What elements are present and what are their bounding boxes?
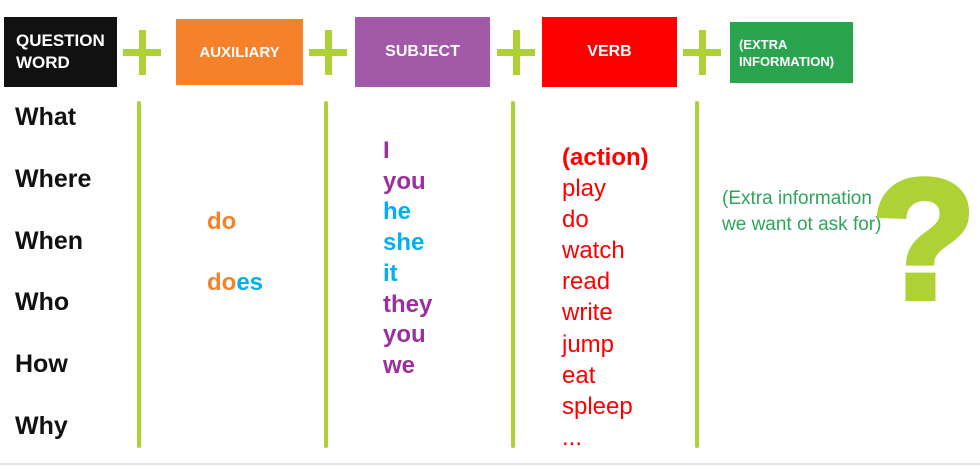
question-word-item: Who (15, 288, 70, 317)
plus-icon (497, 30, 535, 75)
header-extra-line1: (EXTRA (739, 36, 788, 52)
verb-item: jump (562, 330, 615, 358)
header-verb-label: VERB (587, 43, 632, 60)
bottom-edge-line (0, 463, 980, 465)
auxiliary-list: do does (207, 207, 263, 297)
verb-item: do (562, 206, 589, 234)
header-auxiliary-label: AUXILIARY (199, 43, 280, 61)
column-divider (324, 101, 328, 448)
header-extra-line2: INFORMATION) (739, 53, 835, 69)
verb-item: spleep (562, 392, 633, 420)
verb-item: write (562, 299, 613, 327)
subject-pronoun-item: we (383, 351, 416, 379)
verb-item: read (562, 268, 611, 296)
verb-item: eat (562, 361, 596, 389)
question-word-item: Where (15, 164, 92, 193)
verb-item: watch (562, 237, 625, 265)
subject-pronoun-item: he (383, 198, 412, 226)
subject-pronoun-item: they (383, 290, 433, 318)
question-mark: ? (869, 145, 979, 335)
column-divider (511, 101, 515, 448)
verb-item: ... (562, 423, 583, 451)
header-subject: SUBJECT (355, 17, 490, 87)
auxiliary-item: does (207, 269, 264, 296)
header-extra-information: (EXTRA INFORMATION) (730, 22, 853, 83)
question-word-item: How (15, 350, 68, 379)
extra-info-line1: (Extra information (722, 188, 872, 209)
column-divider (695, 101, 699, 448)
column-divider (137, 101, 141, 448)
question-word-item: What (15, 103, 77, 131)
subject-pronoun-item: you (383, 167, 426, 195)
auxiliary-item: do (207, 208, 237, 235)
extra-information-note: (Extra information we want ot ask for) (722, 186, 881, 238)
plus-icon (309, 30, 347, 75)
subject-pronoun-item: she (383, 229, 425, 257)
extra-info-line2: we want ot ask for) (722, 214, 882, 235)
header-verb: VERB (542, 17, 677, 87)
subject-pronoun-item: you (383, 321, 426, 349)
verbs-list: (action) play do watch read write jump eat splee… (562, 142, 649, 453)
header-question-word: QUESTION WORD (4, 17, 117, 87)
verb-item: (action) (562, 144, 649, 171)
subject-pronoun-item: it (383, 259, 398, 287)
plus-icon (683, 30, 721, 75)
header-question-word-line2: WORD (16, 53, 70, 72)
verb-item: play (562, 175, 607, 203)
subject-pronoun-item: I (383, 137, 390, 164)
plus-icon (123, 30, 161, 75)
question-word-item: Why (15, 411, 68, 440)
question-word-item: When (15, 226, 84, 255)
header-auxiliary: AUXILIARY (176, 19, 303, 85)
header-question-word-line1: QUESTION (16, 31, 105, 50)
header-subject-label: SUBJECT (385, 43, 460, 60)
